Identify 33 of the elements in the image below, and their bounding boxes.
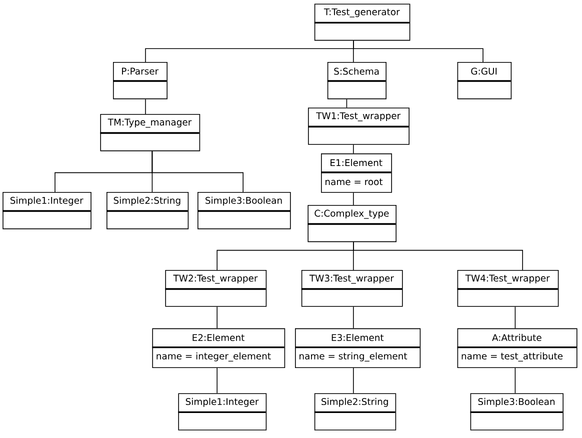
- object-box: TW4:Test_wrapper: [457, 270, 559, 307]
- object-box: Simple3:Boolean: [198, 192, 291, 230]
- object-box: Simple1:Integer: [178, 393, 267, 430]
- object-box: E2:Element name = integer_element: [152, 328, 286, 368]
- object-box: E1:Element name = root: [321, 153, 392, 193]
- object-box: TM:Type_manager: [100, 114, 200, 152]
- object-box: TW1:Test_wrapper: [308, 108, 410, 145]
- connector: [514, 368, 516, 394]
- connector: [216, 306, 218, 329]
- connector: [514, 306, 516, 329]
- object-box: S:Schema: [327, 62, 386, 100]
- connector: [353, 144, 354, 154]
- object-box: TW2:Test_wrapper: [165, 270, 267, 307]
- object-box: A:Attribute name = test_attribute: [457, 328, 578, 368]
- connector: [353, 242, 523, 270]
- connector: [152, 150, 244, 192]
- connector: [145, 98, 146, 114]
- object-box: T:Test_generator: [314, 4, 410, 41]
- connector: [346, 98, 348, 108]
- connector: [353, 40, 484, 62]
- object-box: G:GUI: [457, 62, 512, 100]
- object-box: Simple2:String: [106, 192, 189, 230]
- object-box: Simple3:Boolean: [470, 393, 564, 430]
- connector: [353, 192, 354, 206]
- connector: [353, 306, 354, 329]
- object-box: C:Complex_type: [308, 205, 396, 242]
- connector: [353, 368, 354, 394]
- object-box: E3:Element name = string_element: [295, 328, 421, 368]
- object-box: Simple1:Integer: [2, 192, 92, 230]
- connector: [216, 368, 218, 394]
- object-box: P:Parser: [113, 62, 168, 100]
- object-box: Simple2:String: [314, 393, 396, 430]
- object-box: TW3:Test_wrapper: [301, 270, 403, 307]
